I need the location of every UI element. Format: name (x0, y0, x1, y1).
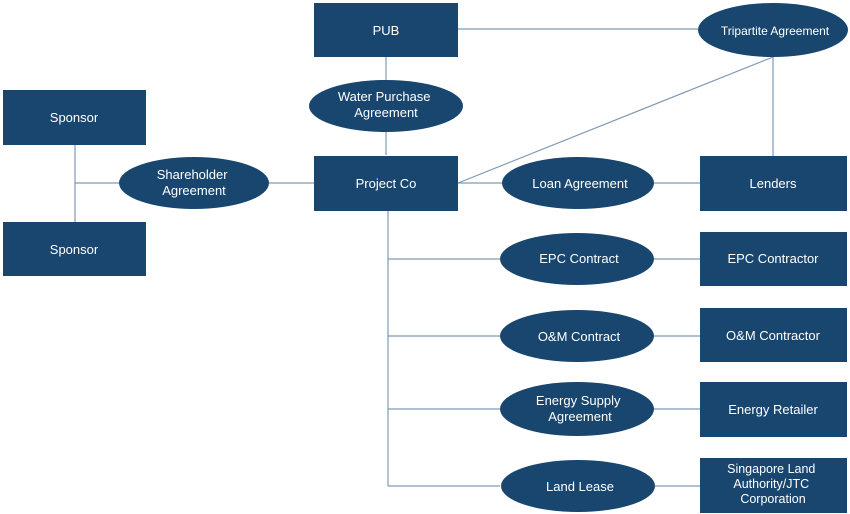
water-purchase-agreement-node: Water Purchase Agreement (309, 80, 463, 132)
lenders-label: Lenders (750, 176, 797, 191)
tripartite-agreement-node: Tripartite Agreement (698, 3, 848, 57)
loan-agreement-label: Loan Agreement (532, 176, 628, 191)
om-contract-label: O&M Contract (538, 329, 621, 344)
singapore-land-authority-node: Singapore Land Authority/JTC Corporation (700, 458, 847, 513)
singapore-land-authority-line-1: Singapore Land (727, 462, 815, 476)
sponsor-bottom-label: Sponsor (50, 242, 99, 257)
energy-supply-agreement-line-2: Agreement (548, 409, 612, 424)
energy-supply-agreement-line-1: Energy Supply (536, 393, 621, 408)
pub-node: PUB (314, 3, 458, 57)
om-contract-node: O&M Contract (500, 310, 654, 362)
water-purchase-agreement-label: Water Purchase Agreement (338, 89, 434, 120)
energy-retailer-node: Energy Retailer (700, 382, 847, 437)
shareholder-agreement-label: Shareholder Agreement (157, 167, 231, 198)
sponsor-top-label: Sponsor (50, 110, 99, 125)
shareholder-agreement-line-1: Shareholder (157, 167, 228, 182)
sponsor-top-node: Sponsor (3, 90, 146, 145)
water-purchase-agreement-line-2: Agreement (354, 105, 418, 120)
land-lease-label: Land Lease (546, 479, 614, 494)
om-contractor-label: O&M Contractor (726, 328, 821, 343)
energy-supply-agreement-node: Energy Supply Agreement (500, 382, 654, 436)
energy-supply-agreement-label: Energy Supply Agreement (536, 393, 624, 424)
pub-label: PUB (373, 23, 400, 38)
shareholder-agreement-line-2: Agreement (162, 183, 226, 198)
connectors (74, 28, 774, 487)
shareholder-agreement-node: Shareholder Agreement (119, 157, 269, 209)
land-lease-node: Land Lease (501, 460, 655, 512)
epc-contractor-label: EPC Contractor (727, 251, 819, 266)
tripartite-agreement-label: Tripartite Agreement (721, 24, 830, 38)
loan-agreement-node: Loan Agreement (502, 157, 654, 209)
epc-contract-node: EPC Contract (500, 233, 654, 285)
epc-contractor-node: EPC Contractor (700, 232, 847, 286)
connector-projectco-tripartite (457, 56, 774, 184)
project-co-node: Project Co (314, 156, 458, 211)
om-contractor-node: O&M Contractor (700, 308, 847, 362)
epc-contract-label: EPC Contract (539, 251, 619, 266)
sponsor-bottom-node: Sponsor (3, 222, 146, 276)
water-purchase-agreement-line-1: Water Purchase (338, 89, 431, 104)
singapore-land-authority-line-2: Authority/JTC (733, 477, 809, 491)
lenders-node: Lenders (700, 156, 847, 211)
energy-retailer-label: Energy Retailer (728, 402, 818, 417)
singapore-land-authority-line-3: Corporation (740, 492, 805, 506)
project-co-label: Project Co (356, 176, 417, 191)
singapore-land-authority-label: Singapore Land Authority/JTC Corporation (727, 462, 819, 506)
